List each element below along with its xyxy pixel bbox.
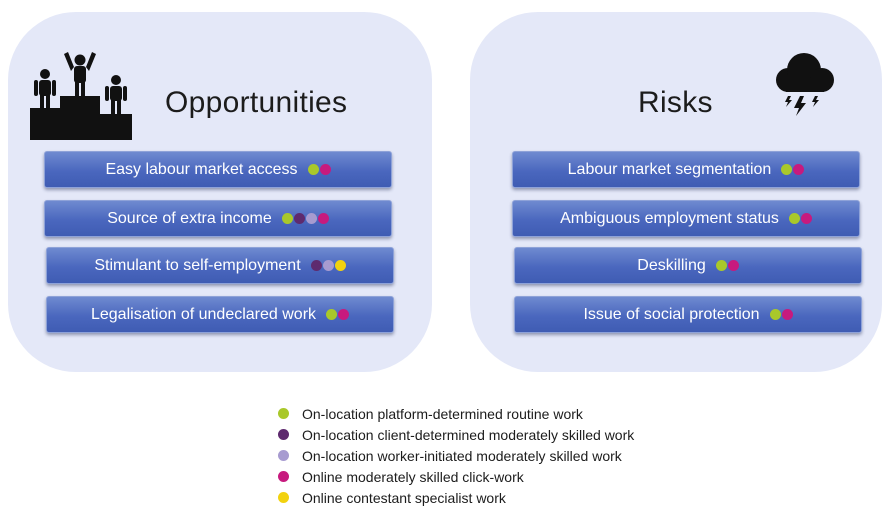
category-dot-clickwork — [727, 260, 739, 271]
category-dot-clickwork — [781, 309, 793, 320]
risk-item-label: Issue of social protection — [583, 305, 760, 323]
category-dot-routine — [281, 213, 293, 224]
storm-cloud-icon — [770, 50, 838, 121]
legend-label: On-location platform-determined routine … — [302, 405, 583, 422]
risk-item: Labour market segmentation — [512, 151, 860, 188]
risk-item: Ambiguous employment status — [512, 200, 860, 237]
category-dots — [715, 260, 739, 271]
category-dot-clickwork — [338, 309, 350, 320]
opportunity-item: Easy labour market access — [44, 151, 392, 188]
legend-label: On-location worker-initiated moderately … — [302, 447, 622, 464]
risk-item-label: Labour market segmentation — [567, 160, 772, 178]
category-dot-worker-moderate — [322, 260, 334, 271]
category-dot-routine — [307, 164, 319, 175]
legend-label: Online moderately skilled click-work — [302, 468, 524, 485]
category-dot-worker-moderate — [305, 213, 317, 224]
legend-item: On-location platform-determined routine … — [278, 403, 634, 424]
legend-dot — [278, 471, 289, 482]
category-dot-client-moderate — [293, 213, 305, 224]
category-dots — [769, 309, 793, 320]
category-dots — [781, 164, 805, 175]
legend-label: Online contestant specialist work — [302, 489, 506, 506]
category-dots — [310, 260, 346, 271]
legend-dot — [278, 450, 289, 461]
legend: On-location platform-determined routine … — [278, 403, 634, 508]
opportunity-item: Source of extra income — [44, 200, 392, 237]
category-dot-clickwork — [793, 164, 805, 175]
category-dots — [307, 164, 331, 175]
opportunity-item: Legalisation of undeclared work — [46, 296, 394, 333]
category-dots — [281, 213, 329, 224]
category-dot-clickwork — [317, 213, 329, 224]
category-dot-clickwork — [800, 213, 812, 224]
opportunity-item-label: Legalisation of undeclared work — [90, 305, 317, 323]
legend-dot — [278, 492, 289, 503]
category-dot-clickwork — [319, 164, 331, 175]
risks-title: Risks — [638, 86, 713, 119]
legend-dot — [278, 408, 289, 419]
category-dots — [326, 309, 350, 320]
category-dots — [788, 213, 812, 224]
opportunity-item: Stimulant to self-employment — [46, 247, 394, 284]
legend-dot — [278, 429, 289, 440]
category-dot-client-moderate — [310, 260, 322, 271]
legend-item: Online moderately skilled click-work — [278, 466, 634, 487]
legend-item: Online contestant specialist work — [278, 487, 634, 508]
risk-item: Issue of social protection — [514, 296, 862, 333]
category-dot-routine — [715, 260, 727, 271]
opportunity-item-label: Stimulant to self-employment — [94, 256, 301, 274]
category-dot-routine — [769, 309, 781, 320]
opportunity-item-label: Source of extra income — [107, 209, 272, 227]
legend-item: On-location worker-initiated moderately … — [278, 445, 634, 466]
risk-item-label: Ambiguous employment status — [560, 209, 779, 227]
podium-people-icon — [30, 52, 134, 147]
opportunities-title: Opportunities — [165, 86, 348, 119]
category-dot-routine — [326, 309, 338, 320]
legend-label: On-location client-determined moderately… — [302, 426, 635, 443]
category-dot-specialist — [334, 260, 346, 271]
opportunity-item-label: Easy labour market access — [105, 160, 298, 178]
legend-item: On-location client-determined moderately… — [278, 424, 634, 445]
category-dot-routine — [781, 164, 793, 175]
category-dot-routine — [788, 213, 800, 224]
risk-item-label: Deskilling — [637, 256, 706, 274]
risk-item: Deskilling — [514, 247, 862, 284]
